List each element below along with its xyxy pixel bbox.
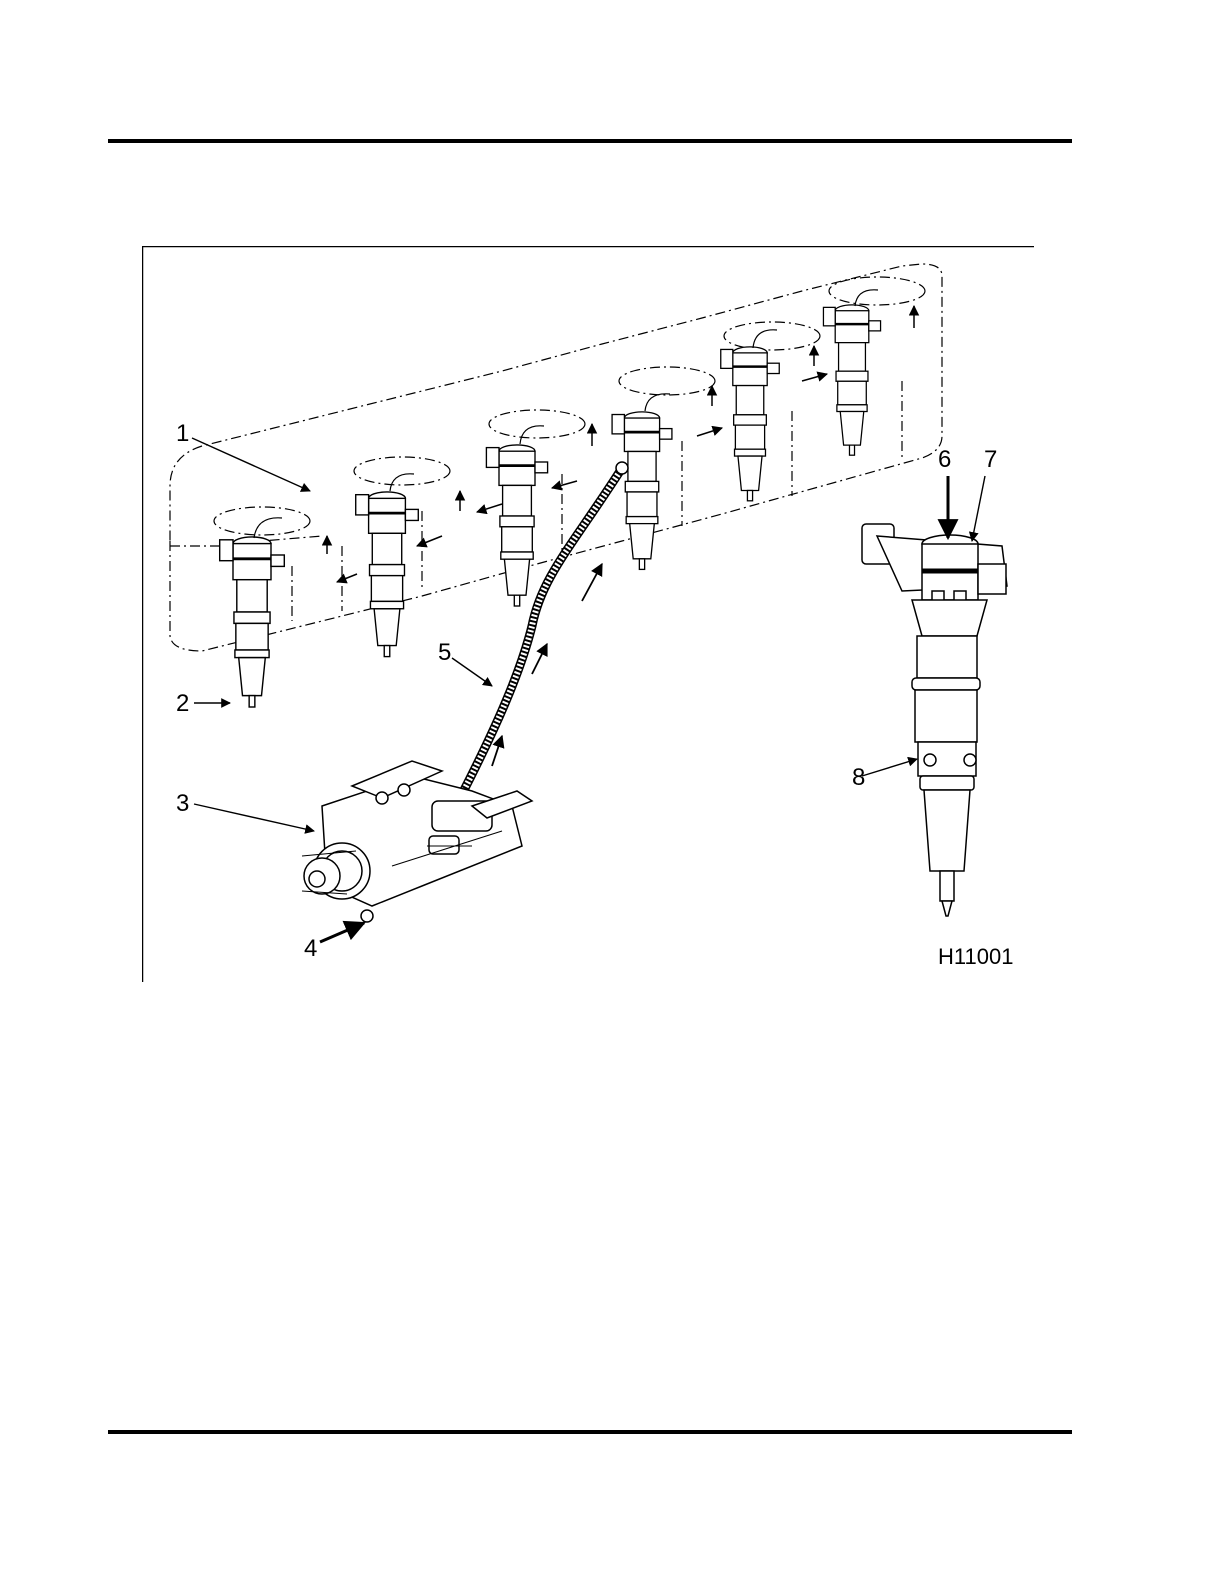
callout-5: 5	[438, 641, 451, 665]
callout-7: 7	[984, 448, 997, 472]
footer-rule	[108, 1430, 1072, 1434]
callout-2: 2	[176, 692, 189, 716]
callout-3: 3	[176, 792, 189, 816]
header-rule	[108, 139, 1072, 143]
figure-id-label: H11001	[938, 944, 1013, 970]
fuel-system-illustration: 1 2 3 4 5 6 7 8 H11001	[142, 246, 1034, 982]
callout-1: 1	[176, 422, 189, 446]
callout-8: 8	[852, 766, 865, 790]
callout-4: 4	[304, 937, 317, 961]
callout-6: 6	[938, 448, 951, 472]
illustration-drawing	[142, 246, 1034, 982]
